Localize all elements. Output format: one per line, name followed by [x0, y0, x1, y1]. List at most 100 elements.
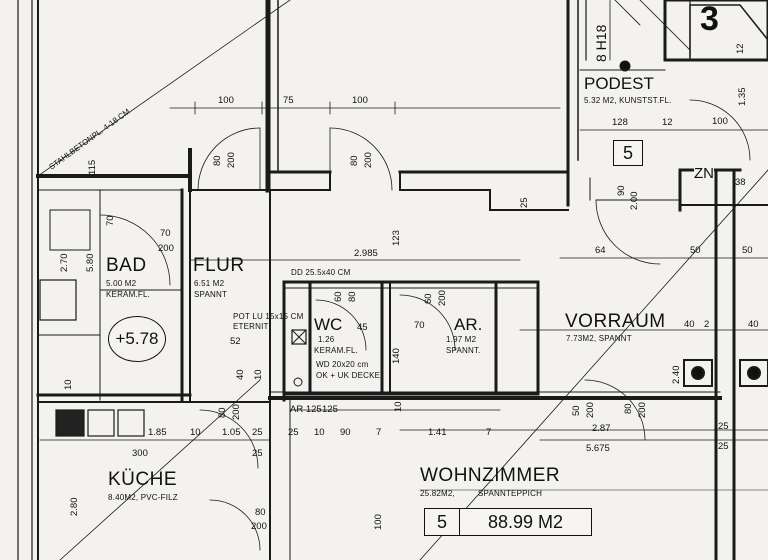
room-area-wohnzimmer: 25.82M2,: [420, 489, 455, 498]
dim-label: 25: [252, 448, 263, 459]
dim-label: 40: [684, 319, 695, 330]
note-eternit: ETERNIT: [233, 322, 269, 331]
dim-label: 52: [230, 336, 241, 347]
dim-label: 100: [352, 95, 368, 106]
dim-label: 200: [437, 290, 448, 306]
dim-label: 25: [252, 427, 263, 438]
dim-label: 100: [712, 116, 728, 127]
dim-label: 1.41: [428, 427, 447, 438]
room-name-wc: WC: [314, 315, 343, 334]
dim-label: 40: [235, 369, 246, 380]
dim-label: 7: [486, 427, 492, 438]
room-name-kueche: KÜCHE: [108, 469, 178, 490]
dim-label: 2.985: [354, 248, 378, 259]
dim-label: 50: [571, 405, 582, 416]
dim-label: 80: [212, 155, 223, 166]
dim-label: 200: [158, 243, 174, 254]
dim-label: 70: [105, 215, 116, 226]
dim-label: 115: [87, 159, 98, 175]
dim-label: 1.05: [222, 427, 241, 438]
room-area-vorraum: 7.73M2, SPANNT: [566, 334, 632, 343]
dim-label: 80: [623, 403, 634, 414]
room-floor-wc: KERAM.FL.: [314, 346, 359, 355]
dim-label: 10: [190, 427, 201, 438]
dim-label: 60: [423, 293, 434, 304]
dim-label: 300: [132, 448, 148, 459]
room-name-ar: AR.: [454, 315, 483, 334]
dim-label: 200: [637, 402, 648, 418]
note-wd: WD 20x20 cm: [316, 360, 369, 369]
dim-label: 10: [314, 427, 325, 438]
dim-label: AR 125: [290, 404, 322, 415]
room-area-podest: 5.32 M2, KUNSTST.FL.: [584, 96, 672, 105]
dim-label: 2.80: [69, 497, 80, 517]
dim-label: 200: [585, 402, 596, 418]
dim-label: 100: [218, 95, 234, 106]
room-floor-bad: KERAM.FL.: [106, 290, 151, 299]
zn-label: ZN: [694, 165, 714, 182]
dim-label: 7: [376, 427, 382, 438]
dim-label: 25: [288, 427, 299, 438]
room-area-bad: 5.00 M2: [106, 279, 137, 288]
room-name-vorraum: VORRAUM: [565, 311, 666, 332]
dim-label: 90: [340, 427, 351, 438]
room-area-flur: 6.51 M2: [194, 279, 225, 288]
dim-label: 2.70: [59, 253, 70, 273]
dim-label: 200: [363, 152, 374, 168]
dim-label: 140: [391, 348, 402, 364]
dim-label: 12: [662, 117, 673, 128]
dim-label: 1.85: [148, 427, 167, 438]
dim-label: 80: [217, 407, 228, 418]
dim-label: 25: [519, 197, 530, 208]
dim-label: 25: [718, 441, 729, 452]
dim-label: 2.40: [671, 365, 682, 385]
dim-label: 75: [283, 95, 294, 106]
dim-label: 70: [160, 228, 171, 239]
room-name-bad: BAD: [106, 255, 147, 276]
dim-label: 2: [704, 319, 710, 330]
dim-label: 2.00: [629, 191, 640, 211]
stair-number: 3: [700, 0, 719, 38]
dim-label: 80: [347, 291, 358, 302]
dim-label: 40: [748, 319, 759, 330]
note-dd: DD 25.5x40 CM: [291, 268, 351, 277]
stair-label: 8 H18: [593, 24, 609, 62]
zn-number: 38: [735, 177, 746, 188]
dim-label: 80: [255, 507, 266, 518]
dim-label: 2.87: [592, 423, 611, 434]
dim-label: 5.675: [586, 443, 610, 454]
room-name-podest: PODEST: [584, 74, 654, 93]
room-floor-flur: SPANNT: [194, 290, 228, 299]
dim-label: 10: [253, 369, 264, 380]
dim-label: 90: [616, 185, 627, 196]
room-area-wc: 1.26: [318, 335, 335, 344]
dim-label: 10: [393, 401, 404, 412]
dim-label: 50: [742, 245, 753, 256]
bath-level-marker: +5.78: [108, 316, 166, 362]
dim-label: 64: [595, 245, 606, 256]
room-floor-wohnzimmer: SPANNTEPPICH: [478, 489, 543, 498]
podest-apartment-badge: 5: [613, 140, 643, 166]
dim-label: 70: [414, 320, 425, 331]
room-area-ar: 1.97 M2: [446, 335, 477, 344]
room-floor-ar: SPANNT.: [446, 346, 481, 355]
room-name-flur: FLUR: [193, 255, 245, 276]
dim-label: 10: [63, 379, 74, 390]
dim-label: 1.35: [737, 87, 748, 107]
room-area-kueche: 8.40M2, PVC-FILZ: [108, 493, 178, 502]
dim-label: 100: [373, 514, 384, 530]
note-pot: POT LU 15x15 CM: [233, 312, 304, 321]
dim-label: 200: [231, 404, 242, 420]
dim-label: 5.80: [85, 253, 96, 273]
apartment-total-area: 88.99 M2: [487, 511, 564, 532]
dim-label: 45: [357, 322, 368, 333]
dim-label: 25: [718, 421, 729, 432]
note-ok-uk: OK + UK DECKE: [316, 371, 381, 380]
dim-label: 80: [349, 155, 360, 166]
room-name-wohnzimmer: WOHNZIMMER: [420, 465, 561, 486]
apartment-number: 5: [425, 509, 460, 535]
dim-label: 123: [391, 230, 402, 246]
dim-label: 128: [612, 117, 628, 128]
dim-label: 200: [251, 521, 267, 532]
